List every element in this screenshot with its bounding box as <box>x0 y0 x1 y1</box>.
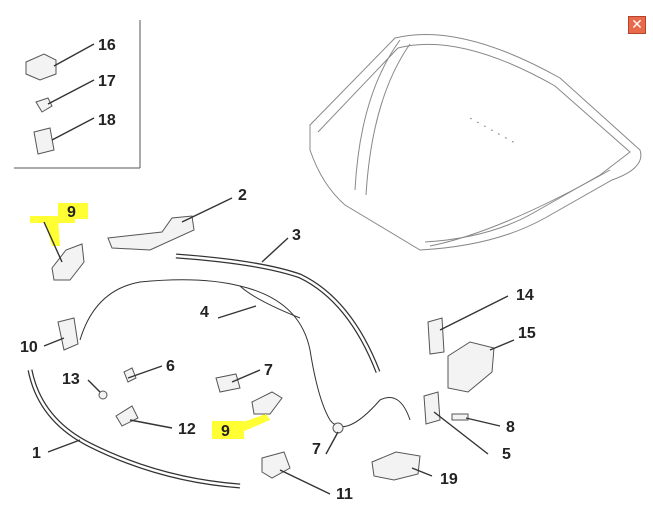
part-8 <box>451 413 469 421</box>
callout-9-top: 9 <box>67 204 76 221</box>
part-10 <box>57 317 79 351</box>
callout-10: 10 <box>20 339 38 356</box>
part-2 <box>107 215 195 251</box>
leader-lines <box>43 43 515 495</box>
callout-1: 1 <box>32 445 41 462</box>
part-5 <box>423 391 441 425</box>
callout-18: 18 <box>98 112 116 129</box>
part-12 <box>115 405 139 427</box>
callout-2: 2 <box>238 187 247 204</box>
part-17 <box>35 97 53 113</box>
part-18 <box>33 127 55 155</box>
highlights <box>30 203 270 439</box>
part-11 <box>261 451 291 479</box>
callout-4: 4 <box>200 304 209 321</box>
callout-9-bottom: 9 <box>221 423 230 440</box>
callout-12: 12 <box>178 421 196 438</box>
callout-17: 17 <box>98 73 116 90</box>
callout-8: 8 <box>506 419 515 436</box>
close-button[interactable]: ✕ <box>628 16 646 34</box>
callout-6: 6 <box>166 358 175 375</box>
callout-13: 13 <box>62 371 80 388</box>
part-9-left <box>51 243 85 281</box>
part-7-bottom <box>332 422 344 434</box>
part-7-top <box>215 373 241 393</box>
callout-11: 11 <box>336 486 353 503</box>
inset-box <box>14 20 141 169</box>
callout-14: 14 <box>516 287 534 304</box>
callout-numbers: 16 17 18 9 2 3 4 10 6 7 13 12 9 7 1 11 1… <box>20 37 536 503</box>
part-14 <box>427 317 445 355</box>
highlight-9-top <box>58 203 88 219</box>
close-icon: ✕ <box>631 16 643 32</box>
part-4-cable <box>79 279 411 428</box>
part-15 <box>447 341 495 393</box>
part-6 <box>123 367 137 383</box>
callout-7-bottom: 7 <box>312 441 321 458</box>
callout-7-top: 7 <box>264 362 273 379</box>
highlight-9-bottom <box>212 421 244 439</box>
callout-16: 16 <box>98 37 116 54</box>
callout-19: 19 <box>440 471 458 488</box>
hood-outline <box>309 33 642 251</box>
part-9-bottom <box>251 391 283 415</box>
callout-15: 15 <box>518 325 536 342</box>
part-19 <box>371 451 421 481</box>
part-13 <box>98 390 108 400</box>
callout-5: 5 <box>502 446 511 463</box>
callout-3: 3 <box>292 227 301 244</box>
part-16 <box>25 53 57 81</box>
parts <box>25 53 495 489</box>
